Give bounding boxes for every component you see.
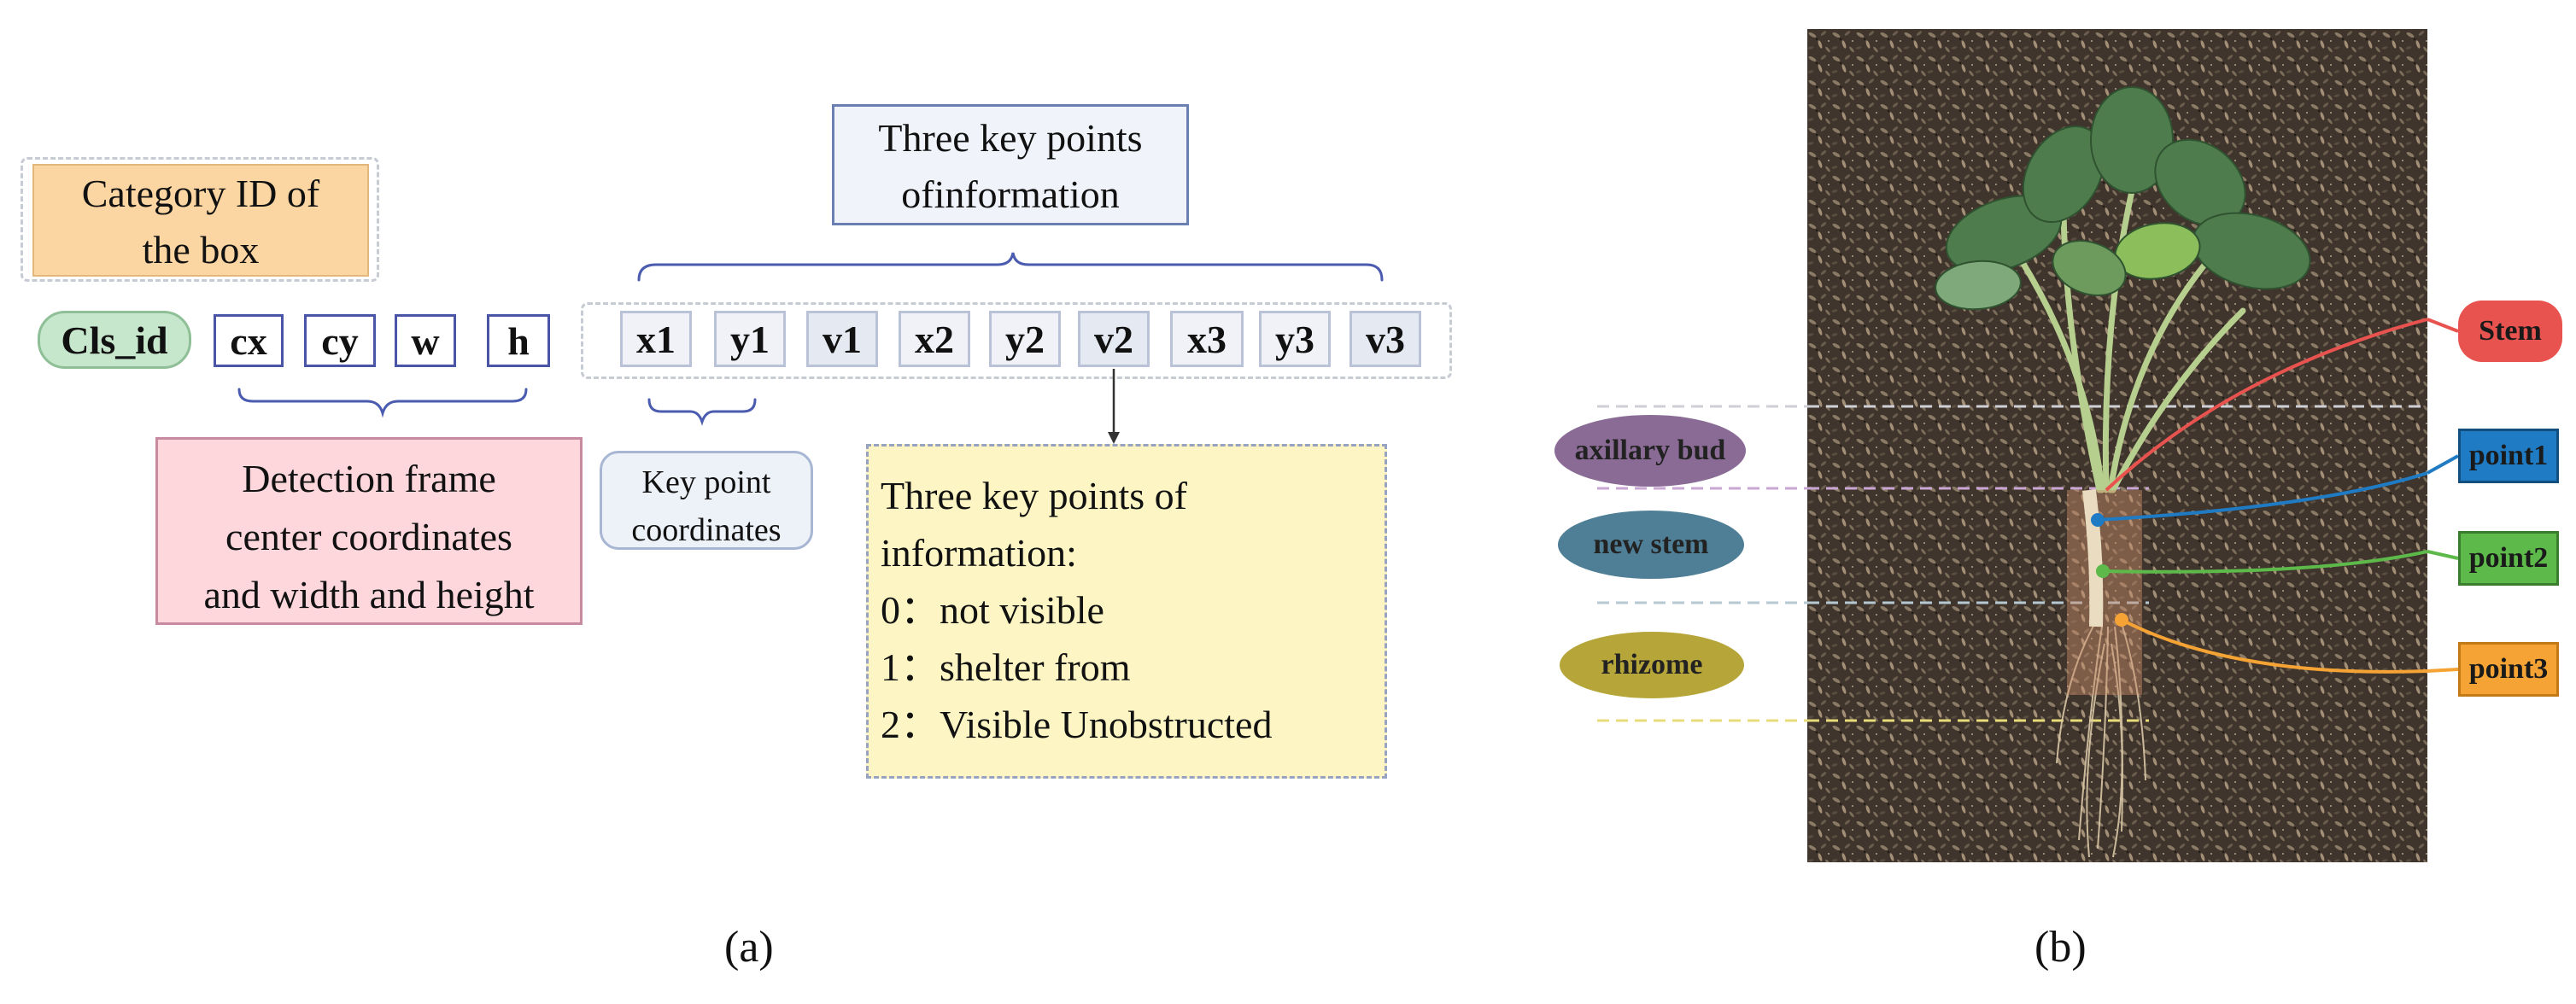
detection-frame-box: Detection frame center coordinates and w… [155, 437, 583, 625]
vis-line3: 0：not visible [881, 588, 1104, 632]
detection-line1: Detection frame [242, 457, 496, 500]
token-x2: x2 [899, 311, 970, 367]
token-v2: v2 [1078, 311, 1150, 367]
panel-a-label: (a) [724, 923, 774, 972]
box-coords-brace [237, 388, 528, 418]
point2-marker [2096, 564, 2110, 578]
point3-marker [2115, 613, 2128, 627]
tag-connectors [2427, 318, 2459, 673]
token-w: w [395, 314, 456, 367]
category-id-line2: the box [142, 228, 260, 271]
token-cy: cy [304, 314, 376, 367]
category-group [20, 157, 379, 282]
tag-point3: point3 [2458, 642, 2559, 697]
rhizome-region-box [2067, 490, 2142, 695]
info-title-line1: Three key points [878, 116, 1143, 160]
tag-point1: point1 [2458, 429, 2559, 483]
info-title-line2: ofinformation [901, 172, 1120, 216]
detection-line2: center coordinates [225, 515, 512, 558]
vis-line1: Three key points of [881, 474, 1187, 517]
token-y1: y1 [714, 311, 786, 367]
token-x1: x1 [620, 311, 692, 367]
point2-leader-line [2102, 550, 2427, 574]
token-v1: v1 [806, 311, 878, 367]
keypoint-coords-brace [647, 398, 757, 426]
keypoint-coordinates-box: Key point coordinates [600, 451, 813, 550]
stem-leader-line [2105, 318, 2427, 492]
category-id-box: Category ID of the box [32, 164, 369, 277]
point1-marker [2091, 513, 2105, 527]
cls-id-token: Cls_id [38, 311, 191, 369]
vis-line5: 2：Visible Unobstructed [881, 703, 1273, 746]
token-v3: v3 [1349, 311, 1421, 367]
region-new-stem: new stem [1558, 511, 1744, 579]
visibility-arrow-head [1108, 432, 1120, 444]
visibility-legend-box: Three key points of information: 0：not v… [866, 444, 1387, 779]
keypoint-token-group [581, 302, 1452, 379]
kpc-line2: coordinates [631, 512, 782, 548]
token-y3: y3 [1259, 311, 1331, 367]
plant-illustration [1807, 29, 2427, 862]
token-cx: cx [214, 314, 284, 367]
tag-point2: point2 [2458, 531, 2559, 586]
keypoint-group-brace [637, 252, 1384, 282]
token-x3: x3 [1170, 311, 1244, 367]
tag-stem: Stem [2458, 301, 2562, 362]
panel-a-connectors [237, 252, 1384, 444]
region-rhizome: rhizome [1560, 632, 1744, 698]
detection-line3: and width and height [203, 573, 535, 616]
category-id-line1: Category ID of [81, 172, 320, 215]
region-axillary-bud: axillary bud [1554, 415, 1746, 487]
panel-b-label: (b) [2034, 923, 2087, 972]
plant-photo [1807, 29, 2427, 862]
keypoint-info-title-box: Three key points ofinformation [832, 104, 1189, 225]
region-guide-lines [1597, 405, 1811, 722]
kpc-line1: Key point [641, 464, 771, 500]
token-y2: y2 [989, 311, 1061, 367]
token-h: h [487, 314, 550, 367]
point3-leader-line [2121, 618, 2427, 674]
vis-line4: 1：shelter from [881, 645, 1131, 689]
vis-line2: information: [881, 531, 1077, 575]
point1-leader-line [2097, 471, 2427, 522]
